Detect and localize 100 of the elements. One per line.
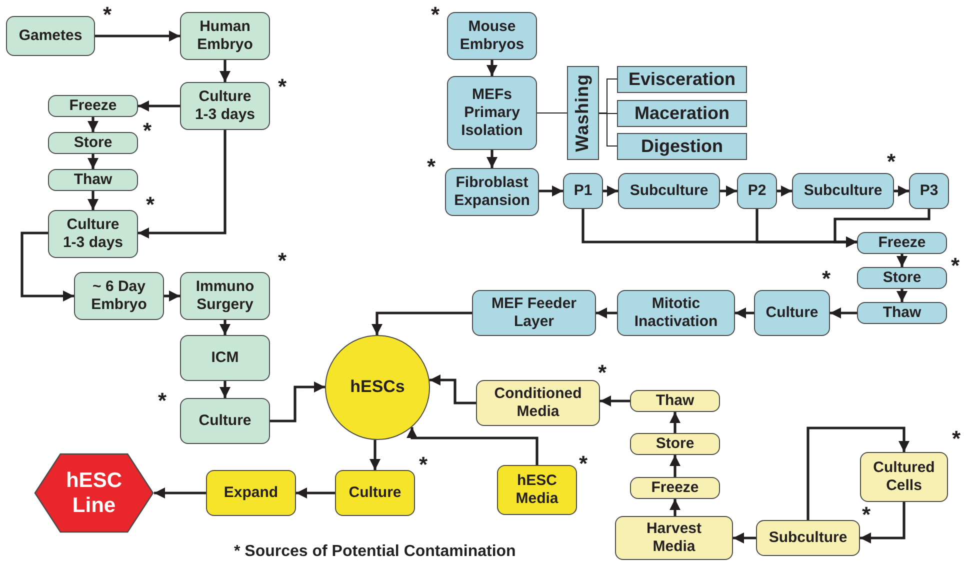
process-box (180, 335, 270, 381)
process-box (618, 173, 720, 209)
node-label: P2 (748, 182, 766, 200)
asterisk-mark: * (431, 4, 440, 26)
arrow (720, 186, 737, 196)
process-box (860, 452, 948, 502)
node-label: Cultured Cells (872, 459, 936, 495)
process-box (476, 380, 600, 426)
arrow (806, 426, 910, 520)
node-label: Human Embryo (196, 18, 254, 54)
asterisk-mark: * (862, 504, 871, 526)
arrow (777, 186, 792, 196)
process-box (563, 173, 603, 209)
arrow (486, 60, 498, 76)
node-label: hESCs (350, 377, 405, 398)
asterisk-mark: * (419, 454, 428, 476)
arrow (20, 232, 74, 302)
node-label: MEFs Primary Isolation (460, 86, 524, 140)
process-box (447, 12, 537, 60)
arrow (406, 427, 538, 465)
arrow (596, 308, 617, 318)
node-label: hESC Media (514, 472, 560, 508)
process-box (180, 12, 270, 60)
node-label: Thaw (74, 171, 112, 189)
arrow (138, 130, 226, 238)
node-label: Gametes (18, 27, 82, 45)
arrow (733, 532, 756, 544)
legend-text: * Sources of Potential Contamination (234, 543, 516, 561)
node-label: Store (882, 269, 922, 287)
process-box (497, 465, 577, 515)
process-box (615, 516, 733, 560)
asterisk-mark: * (822, 268, 831, 290)
asterisk-mark: * (427, 156, 436, 178)
process-box (617, 290, 735, 336)
node-label: Expand (224, 484, 278, 502)
arrow (220, 381, 230, 398)
arrow (95, 30, 180, 42)
process-box (48, 95, 138, 117)
node-label: Freeze (651, 479, 699, 497)
asterisk-mark: * (951, 255, 960, 277)
node-label: P1 (574, 182, 592, 200)
arrow (539, 186, 563, 196)
node-label: Store (656, 435, 694, 453)
arrow (735, 308, 754, 318)
process-box (630, 433, 720, 455)
process-box (754, 290, 830, 336)
asterisk-mark: * (143, 120, 152, 142)
step-box (617, 66, 747, 93)
node-label: Culture 1-3 days (194, 88, 256, 124)
node-label: Digestion (640, 136, 723, 158)
arrow (370, 440, 380, 470)
node-label: Washing (572, 74, 594, 152)
node-label: MEF Feeder Layer (490, 295, 578, 331)
arrow (600, 396, 630, 406)
node-label: Immuno Surgery (194, 278, 256, 314)
asterisk-mark: * (887, 151, 896, 173)
process-box (445, 168, 539, 216)
arrow (830, 308, 857, 318)
node-label: Subculture (804, 182, 882, 200)
connector-line (598, 113, 618, 114)
asterisk-mark: * (952, 428, 961, 450)
node-label: Fibroblast Expansion (453, 174, 531, 210)
node-label: Harvest Media (645, 520, 703, 556)
process-box (630, 477, 720, 499)
arrow (220, 320, 230, 335)
process-box (180, 82, 270, 130)
process-box (737, 173, 777, 209)
process-box (335, 470, 415, 516)
node-label: Culture 1-3 days (62, 216, 124, 252)
process-box (74, 272, 164, 320)
node-label: Thaw (882, 304, 922, 322)
arrow (220, 60, 230, 82)
step-box (617, 100, 747, 127)
node-label: Freeze (878, 234, 926, 252)
node-label: Culture (198, 412, 252, 430)
node-label: P3 (920, 182, 938, 200)
node-label: Conditioned Media (493, 385, 583, 421)
node-label: ~ 6 Day Embryo (90, 278, 148, 314)
arrow (894, 186, 909, 196)
node-label: Thaw (656, 392, 694, 410)
arrow (860, 502, 906, 544)
arrow (154, 488, 206, 498)
arrow (372, 312, 472, 335)
arrow (670, 455, 680, 477)
arrow (88, 117, 98, 132)
arrow (896, 289, 908, 302)
process-box (630, 390, 720, 412)
node-label: Culture (348, 484, 402, 502)
arrow (670, 412, 680, 433)
process-box (447, 76, 537, 150)
arrow (88, 154, 98, 169)
process-box (206, 470, 296, 516)
asterisk-mark: * (103, 4, 112, 26)
arrow (296, 488, 335, 498)
process-box (6, 16, 95, 56)
arrow (896, 254, 908, 267)
connector-line (536, 112, 568, 114)
process-box (48, 169, 138, 191)
node-label: hESC Line (64, 468, 123, 518)
asterisk-mark: * (598, 362, 607, 384)
